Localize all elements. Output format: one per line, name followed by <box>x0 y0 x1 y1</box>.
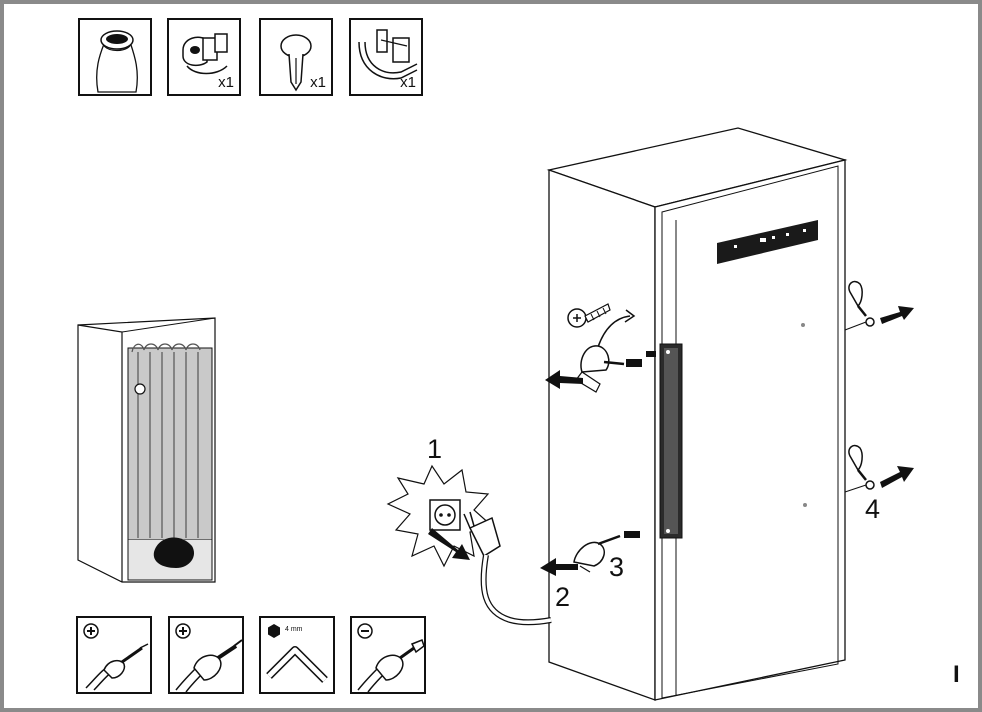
appliance-rear-view <box>78 318 215 582</box>
power-outlet-burst <box>388 466 492 566</box>
step-number-3: 3 <box>609 554 624 581</box>
tool-flat-screwdriver <box>350 616 426 694</box>
hex-key-size: 4 mm <box>285 626 303 633</box>
refrigerator <box>549 128 845 700</box>
phillips-screwdriver-icon <box>78 618 154 696</box>
tool-phillips-small <box>76 616 152 694</box>
arrow-right-icon <box>880 306 914 324</box>
flat-screwdriver-icon <box>352 618 428 696</box>
lower-hinge-screwdriver <box>845 446 874 492</box>
step-number-2: 2 <box>555 584 570 611</box>
phillips-screwdriver-large-icon <box>170 618 246 696</box>
step-number-4: 4 <box>865 496 880 523</box>
power-plug <box>464 512 551 622</box>
arrow-right-icon <box>880 466 914 488</box>
tool-hex-key: 4 mm <box>259 616 335 694</box>
page-letter: I <box>953 663 960 687</box>
step-number-1: 1 <box>427 436 442 463</box>
upper-hinge-screwdriver <box>845 282 874 330</box>
tool-phillips-large <box>168 616 244 694</box>
